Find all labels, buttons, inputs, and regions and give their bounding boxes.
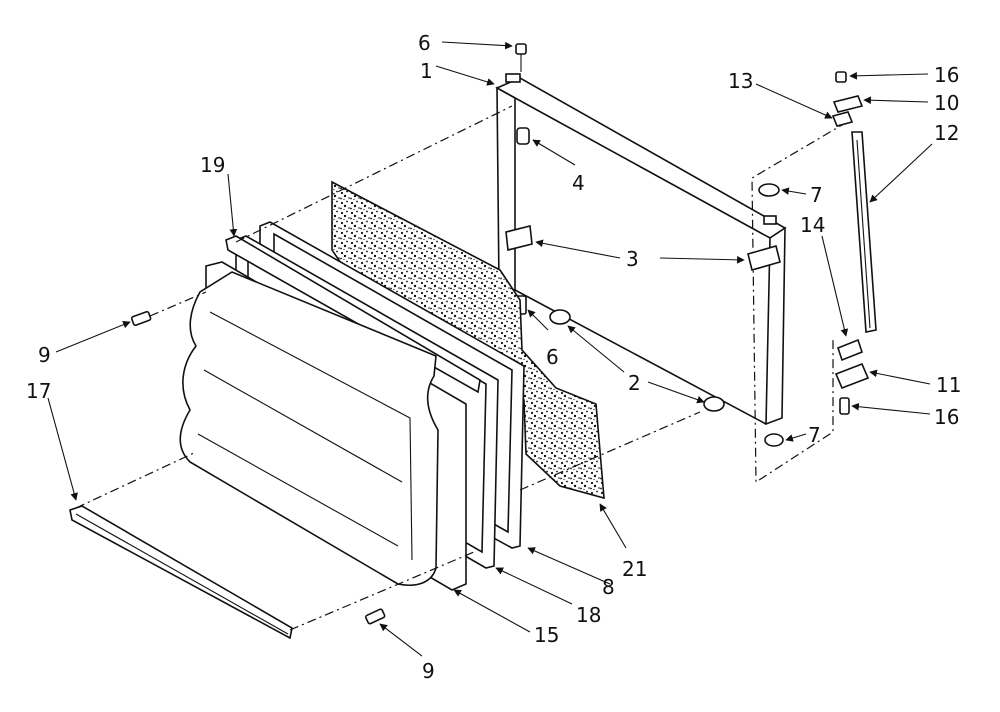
door-frame-part-1 — [495, 73, 787, 426]
callout-9-left: 9 — [38, 343, 51, 367]
callout-12: 12 — [934, 121, 959, 145]
callout-21: 21 — [622, 557, 647, 581]
callout-11: 11 — [936, 373, 961, 397]
callout-6-lower: 6 — [546, 345, 559, 369]
callout-17: 17 — [26, 379, 51, 403]
callout-3: 3 — [626, 247, 639, 271]
callout-16-bottom: 16 — [934, 405, 959, 429]
callout-13: 13 — [728, 69, 753, 93]
trim-strip-part-17 — [69, 505, 293, 640]
leader-lines — [47, 41, 933, 657]
assembly-lines — [75, 105, 701, 631]
callout-8: 8 — [602, 575, 615, 599]
callout-7-top: 7 — [810, 183, 823, 207]
callout-9-bottom: 9 — [422, 659, 435, 683]
callout-1: 1 — [420, 59, 433, 83]
callout-labels: 6 1 4 3 6 2 7 7 13 16 10 12 14 11 16 19 … — [26, 31, 961, 683]
callout-19: 19 — [200, 153, 225, 177]
callout-18: 18 — [576, 603, 601, 627]
callout-10: 10 — [934, 91, 959, 115]
callout-15: 15 — [534, 623, 559, 647]
door-liner-part-15 — [179, 261, 467, 591]
callout-4: 4 — [572, 171, 585, 195]
frame-hardware — [505, 43, 784, 447]
callout-6-top: 6 — [418, 31, 431, 55]
callout-7-bottom: 7 — [808, 423, 821, 447]
screws-part-9 — [130, 310, 386, 625]
hinge-assembly — [751, 71, 877, 484]
callout-2: 2 — [628, 371, 641, 395]
callout-14: 14 — [800, 213, 825, 237]
callout-16-top: 16 — [934, 63, 959, 87]
